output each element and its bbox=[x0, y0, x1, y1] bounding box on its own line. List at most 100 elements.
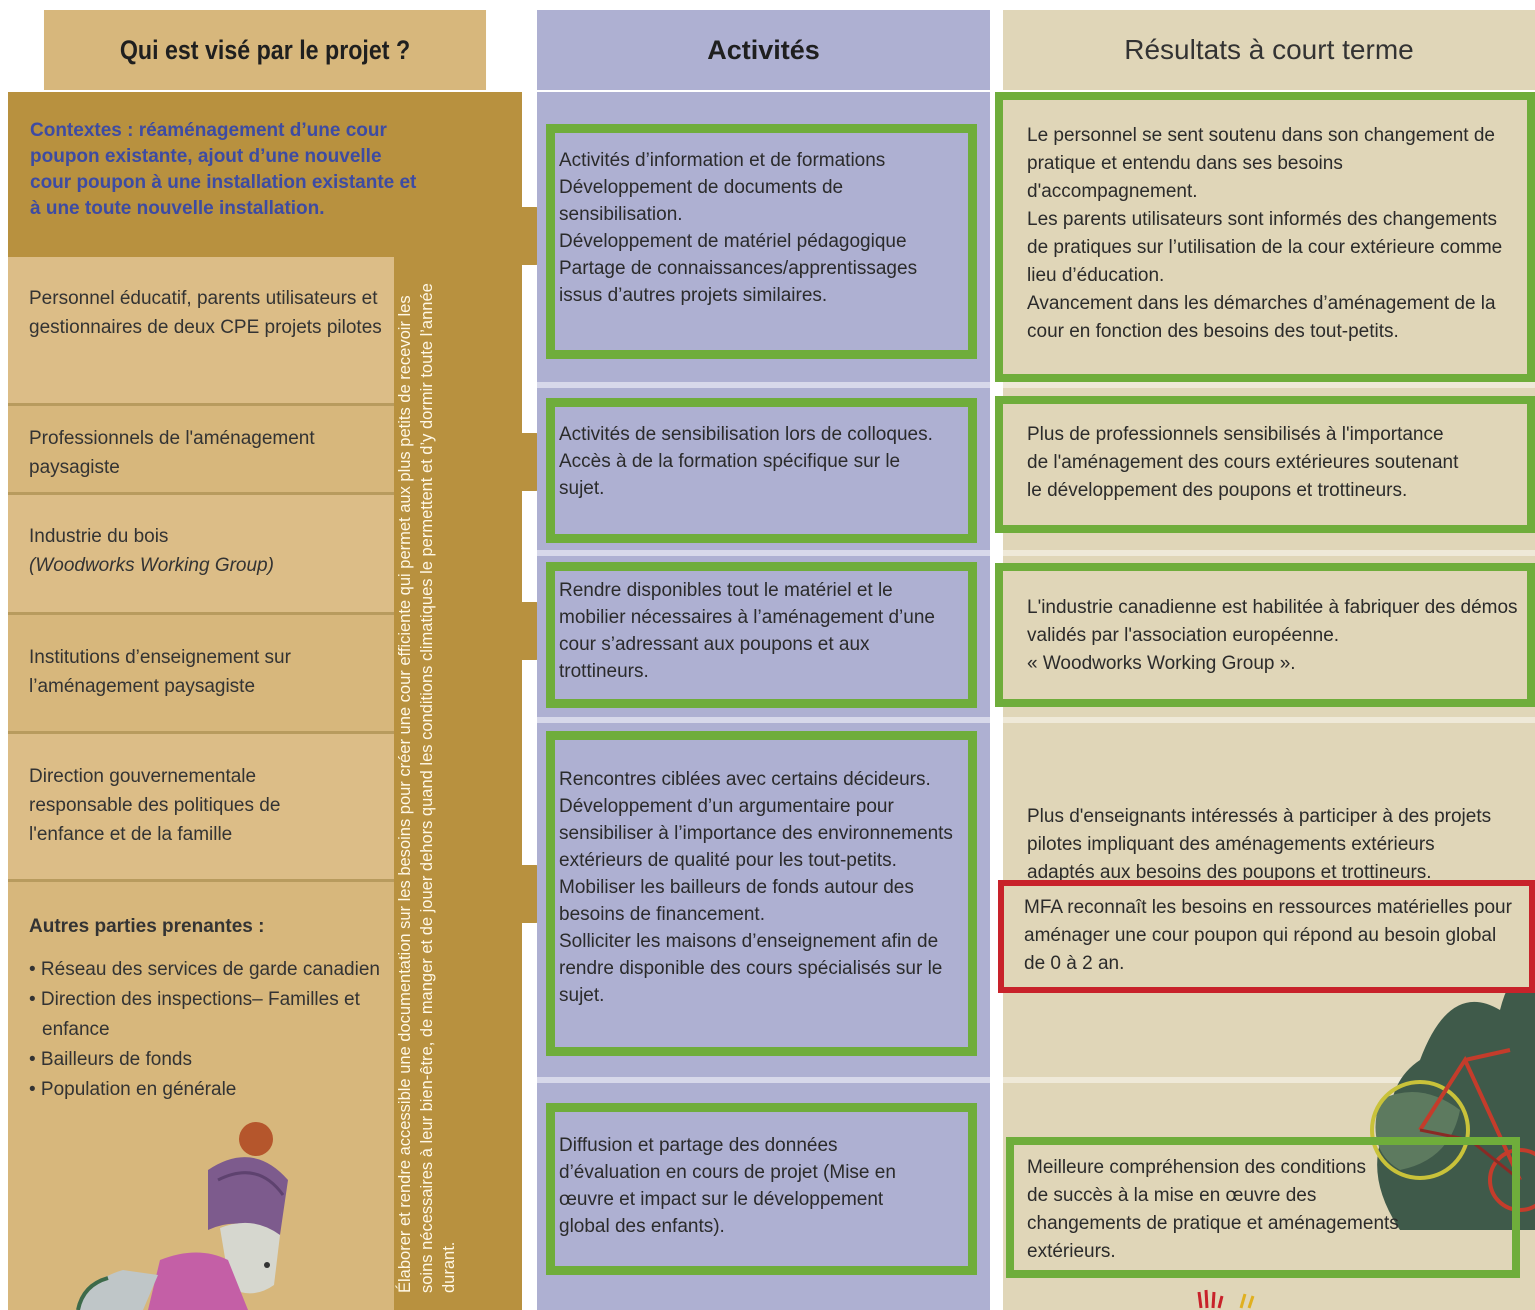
activity-box-5: Diffusion et partage des données d’évalu… bbox=[546, 1103, 977, 1275]
result-box-3 bbox=[995, 563, 1535, 707]
header-activities: Activités bbox=[537, 10, 990, 90]
result-line: L'industrie canadienne est habilitée à f… bbox=[1027, 597, 1518, 618]
section-gap bbox=[537, 550, 990, 556]
section-gap bbox=[537, 382, 990, 388]
result-section bbox=[1003, 388, 1535, 550]
result-line: adaptés aux besoins des poupons et trott… bbox=[1027, 862, 1432, 883]
result-section bbox=[1003, 556, 1535, 717]
activity-line: rendre disponible des cours spécialisés … bbox=[559, 958, 943, 979]
result-text-2: Plus de professionnels sensibilisés à l'… bbox=[1027, 421, 1458, 505]
section-gap bbox=[1003, 550, 1535, 556]
who-row-institutions: Institutions d’enseignement sur l’aménag… bbox=[8, 615, 394, 731]
result-box-highlight: MFA reconnaît les besoins en ressources … bbox=[998, 880, 1535, 993]
stakeholder-item: • Réseau des services de garde canadien bbox=[29, 959, 380, 980]
result-line: de l'aménagement des cours extérieures s… bbox=[1027, 452, 1459, 473]
activity-line: global des enfants). bbox=[559, 1216, 725, 1237]
section-gap bbox=[1003, 382, 1535, 388]
result-box-1 bbox=[995, 92, 1535, 382]
result-line: de pratiques sur l’utilisation de la cou… bbox=[1027, 237, 1503, 258]
contexts-text: Contextes : réaménagement d’une cour pou… bbox=[30, 120, 417, 219]
result-line: de succès à la mise en œuvre des bbox=[1027, 1185, 1317, 1206]
result-section bbox=[1003, 92, 1535, 382]
hands-illustration bbox=[1197, 1289, 1255, 1309]
activity-line: issus d’autres projets similaires. bbox=[559, 285, 828, 306]
who-row-personnel: Personnel éducatif, parents utilisateurs… bbox=[8, 257, 394, 403]
result-box-2 bbox=[995, 396, 1535, 533]
activity-text: Rencontres ciblées avec certains décideu… bbox=[559, 766, 953, 1009]
result-line: pratique et entendu dans ses besoins bbox=[1027, 153, 1343, 174]
section-gap bbox=[1003, 717, 1535, 723]
bicycle-illustration bbox=[1370, 960, 1535, 1230]
result-line: Plus d'enseignants intéressés à particip… bbox=[1027, 806, 1492, 827]
result-line: MFA reconnaît les besoins en ressources … bbox=[1024, 897, 1512, 918]
goal-vertical-text: Élaborer et rendre accessible une docume… bbox=[396, 283, 458, 1293]
activity-text: Diffusion et partage des données d’évalu… bbox=[559, 1132, 896, 1240]
result-text-6: Meilleure compréhension des conditions d… bbox=[1027, 1154, 1399, 1266]
row-divider bbox=[8, 879, 394, 882]
activity-line: Développement de documents de bbox=[559, 177, 844, 198]
result-line: Les parents utilisateurs sont informés d… bbox=[1027, 209, 1497, 230]
activity-line: sujet. bbox=[559, 478, 605, 499]
result-text-5: MFA reconnaît les besoins en ressources … bbox=[1024, 894, 1512, 978]
result-line: de 0 à 2 an. bbox=[1024, 953, 1125, 974]
activity-box-4: Rencontres ciblées avec certains décideu… bbox=[546, 731, 977, 1056]
header-results: Résultats à court terme bbox=[1003, 10, 1535, 90]
activity-text: Activités d’information et de formations… bbox=[559, 147, 917, 309]
result-line: d'accompagnement. bbox=[1027, 181, 1198, 202]
result-line: le développement des poupons et trottine… bbox=[1027, 480, 1408, 501]
row-divider bbox=[8, 731, 394, 734]
who-row-label: Personnel éducatif, parents utilisateurs… bbox=[29, 288, 382, 338]
activity-line: Diffusion et partage des données bbox=[559, 1135, 838, 1156]
activity-text: Activités de sensibilisation lors de col… bbox=[559, 421, 933, 502]
activity-line: Développement de matériel pédagogique bbox=[559, 231, 907, 252]
activity-line: sensibiliser à l’importance des environn… bbox=[559, 823, 953, 844]
row-divider bbox=[8, 612, 394, 615]
contexts-panel: Contextes : réaménagement d’une cour pou… bbox=[8, 92, 522, 257]
result-text-4: Plus d'enseignants intéressés à particip… bbox=[1027, 803, 1491, 883]
activity-line: Accès à de la formation spécifique sur l… bbox=[559, 451, 901, 472]
goal-strip bbox=[394, 257, 522, 1310]
result-line: validés par l'association européenne. bbox=[1027, 625, 1340, 646]
activity-box-3: Rendre disponibles tout le matériel et l… bbox=[546, 562, 977, 708]
section-gap bbox=[537, 1077, 990, 1083]
activity-line: sensibilisation. bbox=[559, 204, 683, 225]
result-line: cour en fonction des besoins des tout-pe… bbox=[1027, 321, 1399, 342]
activity-section bbox=[537, 723, 990, 1077]
activity-line: Mobiliser les bailleurs de fonds autour … bbox=[559, 877, 914, 898]
activity-line: cour s’adressant aux poupons et aux bbox=[559, 634, 870, 655]
result-line: Plus de professionnels sensibilisés à l'… bbox=[1027, 424, 1444, 445]
stakeholder-item: • Bailleurs de fonds bbox=[29, 1049, 192, 1070]
activity-line: œuvre et impact sur le développement bbox=[559, 1189, 884, 1210]
result-line: Le personnel se sent soutenu dans son ch… bbox=[1027, 125, 1495, 146]
result-text-3: L'industrie canadienne est habilitée à f… bbox=[1027, 594, 1518, 678]
who-row-stakeholders: Autres parties prenantes : • Réseau des … bbox=[8, 882, 394, 1310]
stakeholders-title: Autres parties prenantes : bbox=[29, 916, 265, 937]
stakeholder-item: • Direction des inspections– Familles et… bbox=[29, 989, 360, 1040]
who-row-wood-industry: Industrie du bois (Woodworks Working Gro… bbox=[8, 495, 394, 612]
result-line: pilotes impliquant des aménagements exté… bbox=[1027, 834, 1435, 855]
activity-line: Rendre disponibles tout le matériel et l… bbox=[559, 580, 893, 601]
child-illustration bbox=[76, 1122, 288, 1310]
result-box-6 bbox=[1006, 1137, 1520, 1278]
activity-line: sujet. bbox=[559, 985, 605, 1006]
activity-line: Rencontres ciblées avec certains décideu… bbox=[559, 769, 931, 790]
header-who: Qui est visé par le projet ? bbox=[43, 10, 487, 90]
stakeholders-list: • Réseau des services de garde canadien … bbox=[29, 955, 394, 1105]
activity-line: mobilier nécessaires à l’aménagement d’u… bbox=[559, 607, 935, 628]
activity-section bbox=[537, 388, 990, 550]
activity-line: Solliciter les maisons d’enseignement af… bbox=[559, 931, 939, 952]
activity-line: Partage de connaissances/apprentissages bbox=[559, 258, 918, 279]
result-line: Avancement dans les démarches d’aménagem… bbox=[1027, 293, 1496, 314]
activity-line: Activités d’information et de formations bbox=[559, 150, 886, 171]
result-text-1: Le personnel se sent soutenu dans son ch… bbox=[1027, 122, 1502, 346]
activity-text: Rendre disponibles tout le matériel et l… bbox=[559, 577, 935, 685]
stakeholder-item: • Population en générale bbox=[29, 1079, 237, 1100]
who-row-landscape: Professionnels de l'aménagement paysagis… bbox=[8, 406, 394, 492]
row-divider bbox=[8, 492, 394, 495]
section-gap bbox=[1003, 1077, 1535, 1083]
result-line: extérieurs. bbox=[1027, 1241, 1116, 1262]
activity-box-1: Activités d’information et de formations… bbox=[546, 124, 977, 359]
who-row-label: Professionnels de l'aménagement paysagis… bbox=[29, 428, 315, 478]
result-line: changements de pratique et aménagements bbox=[1027, 1213, 1399, 1234]
activity-line: Développement d’un argumentaire pour bbox=[559, 796, 894, 817]
